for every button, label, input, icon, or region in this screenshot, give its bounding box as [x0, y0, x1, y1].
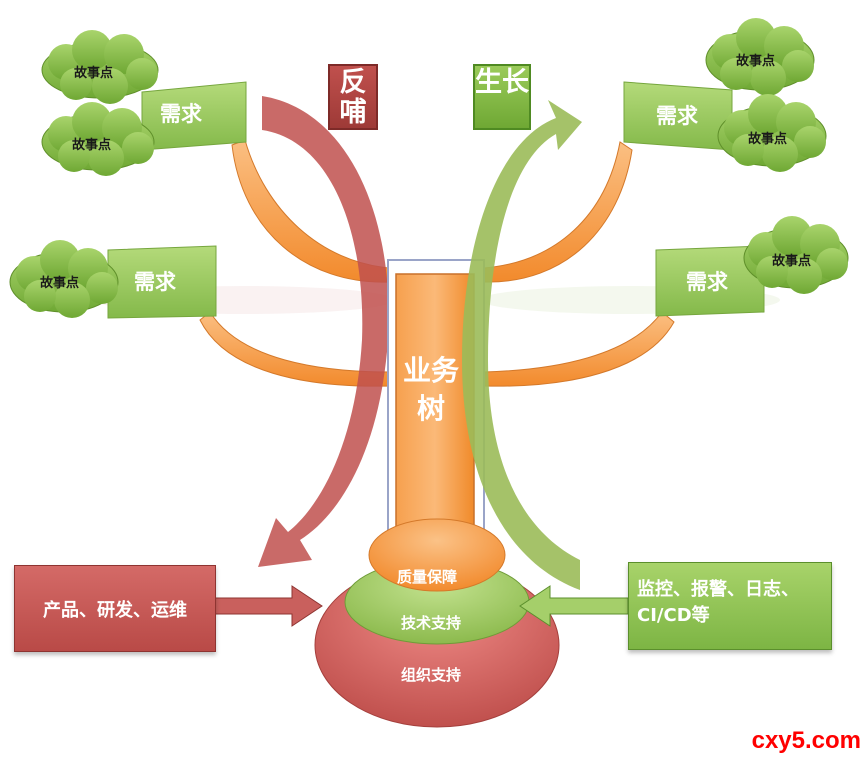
- branch-arrow-top-right: [483, 141, 633, 283]
- story-cloud: [717, 94, 827, 172]
- requirement-label: 需求: [686, 270, 728, 294]
- story-cloud: [9, 240, 119, 318]
- monitoring-line1: 监控、报警、日志、: [637, 579, 799, 600]
- feedback-tag: 反哺: [328, 64, 378, 130]
- product-rd-ops-label: 产品、研发、运维: [43, 599, 187, 621]
- growth-tag: 生长: [473, 64, 531, 130]
- story-point-label: 故事点: [72, 138, 112, 153]
- story-cloud: [41, 102, 155, 176]
- story-point-label: 故事点: [772, 254, 812, 269]
- story-point-label: 故事点: [74, 66, 114, 81]
- story-cloud: [41, 30, 159, 104]
- requirement-label: 需求: [160, 102, 202, 126]
- story-point-label: 故事点: [736, 54, 776, 69]
- monitoring-line2: CI/CD等: [637, 605, 710, 626]
- left-input-arrow: [213, 585, 323, 627]
- trunk-bar: [395, 273, 475, 537]
- requirement-banner: [655, 245, 765, 317]
- quality-label: 质量保障: [397, 568, 458, 586]
- requirement-label: 需求: [656, 104, 698, 128]
- tech-support-label: 技术支持: [401, 614, 462, 632]
- requirement-label: 需求: [134, 270, 176, 294]
- story-cloud: [705, 18, 815, 96]
- story-point-label: 故事点: [40, 276, 80, 291]
- quality-ellipse: [368, 518, 506, 592]
- story-cloud: [743, 216, 849, 294]
- org-support-label: 组织支持: [401, 666, 462, 684]
- story-point-label: 故事点: [748, 132, 788, 147]
- feedback-arrow: [258, 96, 389, 567]
- trunk-label: 业务树: [402, 354, 459, 425]
- watermark: cxy5.com: [751, 727, 861, 754]
- branch-arrow-mid-right: [483, 311, 675, 387]
- monitoring-box: 监控、报警、日志、 CI/CD等: [628, 562, 832, 650]
- product-rd-ops-box: 产品、研发、运维: [14, 565, 216, 652]
- right-input-arrow: [519, 585, 629, 627]
- growth-arrow: [462, 100, 582, 590]
